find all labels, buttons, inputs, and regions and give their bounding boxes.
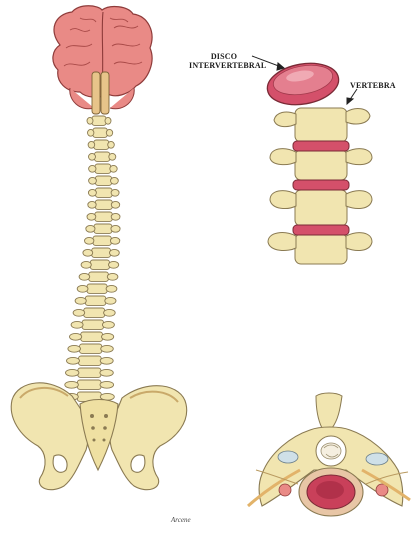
vertebra-process — [70, 333, 82, 340]
vertebra — [95, 200, 112, 209]
vertebra-process — [100, 369, 113, 376]
vertebra — [90, 260, 109, 269]
vertebra — [96, 188, 113, 197]
vertebra — [94, 140, 109, 149]
vertebra-process — [89, 177, 97, 184]
vertebra-process — [109, 261, 119, 268]
vertebra — [95, 152, 110, 161]
vertebra-process — [111, 213, 120, 220]
brain-illustration — [53, 6, 152, 114]
vertebra-process — [65, 381, 79, 388]
vertebra-process — [101, 345, 114, 352]
disc-label-line2: INTERVERTEBRAL — [189, 61, 259, 70]
vertebra-process — [83, 249, 93, 256]
vertebra — [85, 296, 106, 305]
vertebra — [80, 344, 102, 353]
vertebra — [92, 116, 106, 125]
vertebra-label: VERTEBRA — [350, 81, 396, 90]
spine-segment-illustration — [268, 108, 372, 264]
vertebra — [94, 224, 112, 233]
vertebra — [95, 176, 111, 185]
vertebra-process — [88, 201, 96, 208]
vertebra-process — [100, 381, 114, 388]
vertebra-process — [105, 297, 116, 304]
vertebra-process — [88, 129, 94, 136]
vertebra-process — [110, 237, 119, 244]
vertebra — [87, 284, 107, 293]
spinal-column — [64, 116, 120, 401]
vertebra-process — [110, 165, 117, 172]
vertebra-process — [111, 189, 119, 196]
vertebra-process — [75, 297, 86, 304]
vertebra-process — [109, 153, 116, 160]
vertebra-process — [108, 141, 115, 148]
vertebra-process — [71, 321, 83, 328]
vertebra-cross-section — [248, 393, 410, 516]
vertebra-process — [111, 201, 119, 208]
vertebra-process — [88, 141, 95, 148]
vertebra — [95, 212, 113, 221]
vertebra — [95, 164, 111, 173]
vertebra — [78, 368, 101, 377]
vertebra-process — [77, 285, 88, 292]
vertebra-process — [102, 321, 114, 328]
disc-label-line1: DISCO — [189, 52, 259, 61]
vertebra-process — [106, 129, 112, 136]
vertebra-process — [104, 309, 116, 316]
vertebra-process — [100, 357, 113, 364]
vertebra-process — [73, 309, 85, 316]
vertebra — [84, 308, 105, 317]
vertebra — [89, 272, 109, 281]
vertebra — [93, 236, 111, 245]
vertebra-process — [86, 225, 95, 232]
vertebra — [77, 380, 101, 389]
vertebra-process — [68, 345, 81, 352]
vertebra-process — [111, 177, 119, 184]
vertebra-process — [111, 225, 120, 232]
vertebra-process — [87, 117, 93, 124]
vertebra-process — [79, 273, 90, 280]
artist-signature: Arcene — [171, 516, 191, 524]
vertebra-stack — [64, 116, 120, 401]
vertebra — [92, 248, 111, 257]
vertebra-process — [67, 357, 80, 364]
disc-label: DISCO INTERVERTEBRAL — [189, 52, 259, 70]
vertebra — [81, 332, 103, 341]
vertebra-process — [106, 285, 117, 292]
vertebra-process — [81, 261, 91, 268]
vertebra-process — [85, 237, 94, 244]
vertebra-process — [110, 249, 120, 256]
vertebra-process — [88, 189, 96, 196]
vertebra — [93, 128, 107, 137]
vertebra — [82, 320, 103, 329]
vertebra-process — [89, 153, 96, 160]
vertebra-process — [107, 273, 118, 280]
vertebra-process — [89, 165, 96, 172]
vertebra — [79, 356, 102, 365]
vertebra-process — [102, 333, 114, 340]
vertebra-process — [66, 369, 79, 376]
vertebra-process — [105, 117, 111, 124]
intervertebral-disc-illustration — [264, 58, 342, 110]
vertebra-process — [87, 213, 96, 220]
